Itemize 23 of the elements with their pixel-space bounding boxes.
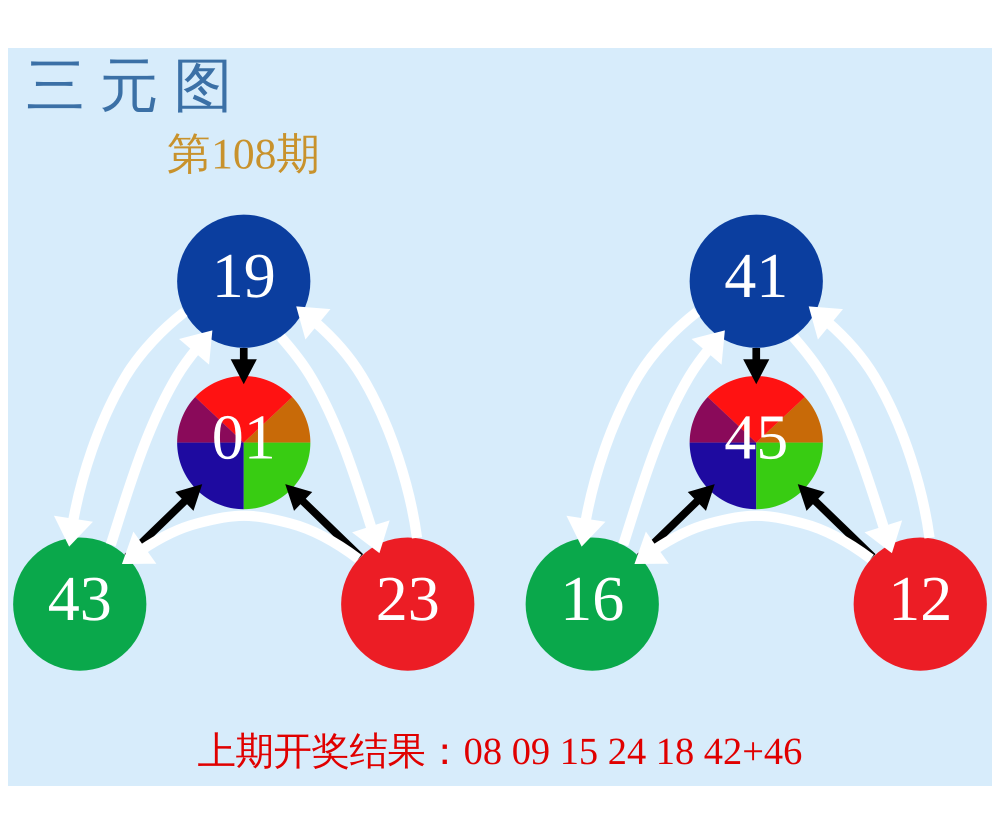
node-circle: 23 xyxy=(341,537,474,671)
arrow xyxy=(790,334,902,554)
node-circle: 16 xyxy=(526,537,659,671)
arrow xyxy=(230,348,257,384)
label: 第108期 xyxy=(167,130,320,179)
label: 上期开奖结果：08 09 15 24 18 42+46 xyxy=(198,731,802,774)
arrow xyxy=(618,330,725,546)
arrow xyxy=(285,484,364,560)
arrow xyxy=(296,306,422,539)
arrow xyxy=(566,308,700,547)
arrow xyxy=(808,306,935,539)
arrow xyxy=(634,510,874,564)
arrow xyxy=(798,484,876,560)
arrow xyxy=(743,348,770,384)
node-circle: 41 xyxy=(690,214,823,348)
arrow xyxy=(106,330,212,546)
node-circle: 12 xyxy=(854,537,987,671)
arrow xyxy=(277,334,390,554)
diagram-title: 三 元 图 xyxy=(26,52,232,118)
arrow xyxy=(54,308,188,547)
node-circle: 19 xyxy=(177,214,310,348)
arrow xyxy=(122,510,362,564)
node-circle: 43 xyxy=(13,537,146,671)
